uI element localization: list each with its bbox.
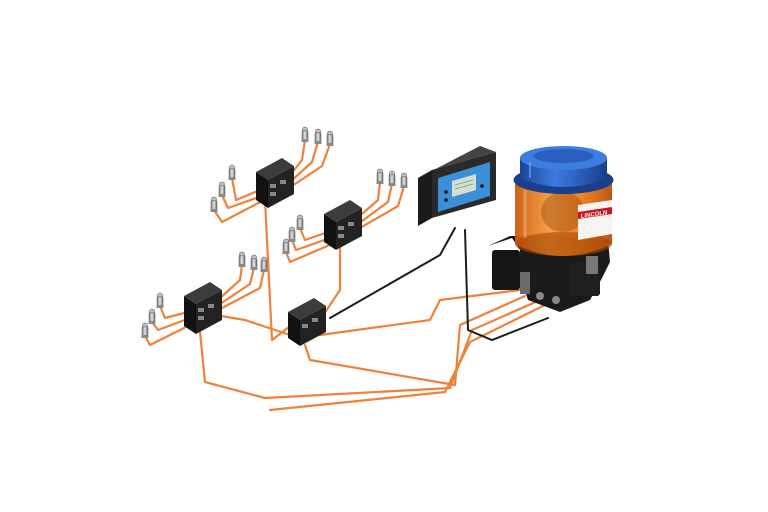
ul-outlet-2 xyxy=(288,140,320,184)
left-outlet-1 xyxy=(216,263,244,302)
lubrication-pump-icon: LINCOLN xyxy=(488,146,614,312)
left-outlet-6 xyxy=(143,322,194,347)
main-line-3 xyxy=(268,298,557,412)
progressive-distributor-icon xyxy=(324,200,362,250)
lube-lines xyxy=(143,138,557,412)
grease-fitting-icon xyxy=(141,322,149,338)
grease-fitting-icon xyxy=(250,254,258,270)
ul-outlet-5 xyxy=(220,193,264,210)
pump-fitting xyxy=(552,296,560,304)
grease-fitting-icon xyxy=(400,172,408,188)
mid-outlet-6 xyxy=(284,242,334,264)
pump-base-block xyxy=(492,250,520,290)
pump-element xyxy=(586,256,598,274)
mid-outlet-3 xyxy=(358,184,406,230)
controller-top xyxy=(418,146,496,178)
left-outlet-3 xyxy=(220,268,266,310)
grease-fitting-icon xyxy=(296,214,304,230)
grease-fitting-icon xyxy=(282,238,290,254)
controller-button xyxy=(480,184,484,188)
cable-controller-to-pump xyxy=(464,229,549,342)
controller-button xyxy=(444,198,448,202)
pump-element xyxy=(520,272,530,294)
left-outlet-4 xyxy=(158,304,190,320)
progressive-distributor-icon xyxy=(256,158,294,208)
left-outlet-2 xyxy=(218,266,256,306)
main-line-2 xyxy=(198,298,542,400)
left-outlet-5 xyxy=(150,316,192,332)
controller-side xyxy=(418,170,432,226)
grease-fitting-icon xyxy=(210,196,218,212)
mid-outlet-2 xyxy=(356,182,394,226)
mid-outlet-5 xyxy=(290,236,332,252)
grease-fitting-icon xyxy=(238,251,246,267)
main-line-4 xyxy=(318,288,522,337)
grease-fittings xyxy=(141,126,408,338)
progressive-distributor-icon xyxy=(184,282,222,334)
controller-display xyxy=(452,174,476,197)
grease-fitting-icon xyxy=(314,128,322,144)
pump-label-panel xyxy=(578,200,612,240)
mid-outlet-1 xyxy=(353,180,382,222)
grease-fitting-icon xyxy=(148,308,156,324)
grease-fitting-icon xyxy=(288,226,296,242)
grease-fitting-icon xyxy=(301,126,309,142)
main-line-1 xyxy=(303,294,527,387)
controller-button xyxy=(444,190,448,194)
ul-outlet-4 xyxy=(230,176,262,202)
ul-outlet-3 xyxy=(290,142,332,188)
pump-fitting xyxy=(536,292,544,300)
electric-cables xyxy=(329,227,549,342)
grease-fitting-icon xyxy=(376,168,384,184)
grease-fitting-icon xyxy=(326,130,334,146)
cable-controller-to-master xyxy=(329,227,456,319)
grease-fitting-icon xyxy=(218,181,226,197)
progressive-distributor-icon xyxy=(288,298,326,346)
riser-to-mid xyxy=(318,246,342,322)
master-to-left xyxy=(213,313,292,337)
ul-outlet-6 xyxy=(212,198,266,224)
grease-fitting-icon xyxy=(388,170,396,186)
pump-brand-label: LINCOLN xyxy=(580,210,608,220)
grease-fitting-icon xyxy=(156,292,164,308)
grease-fitting-icon xyxy=(260,256,268,272)
grease-fitting-icon xyxy=(228,164,236,180)
controller-unit-icon xyxy=(418,146,496,226)
mid-outlet-4 xyxy=(298,226,330,242)
